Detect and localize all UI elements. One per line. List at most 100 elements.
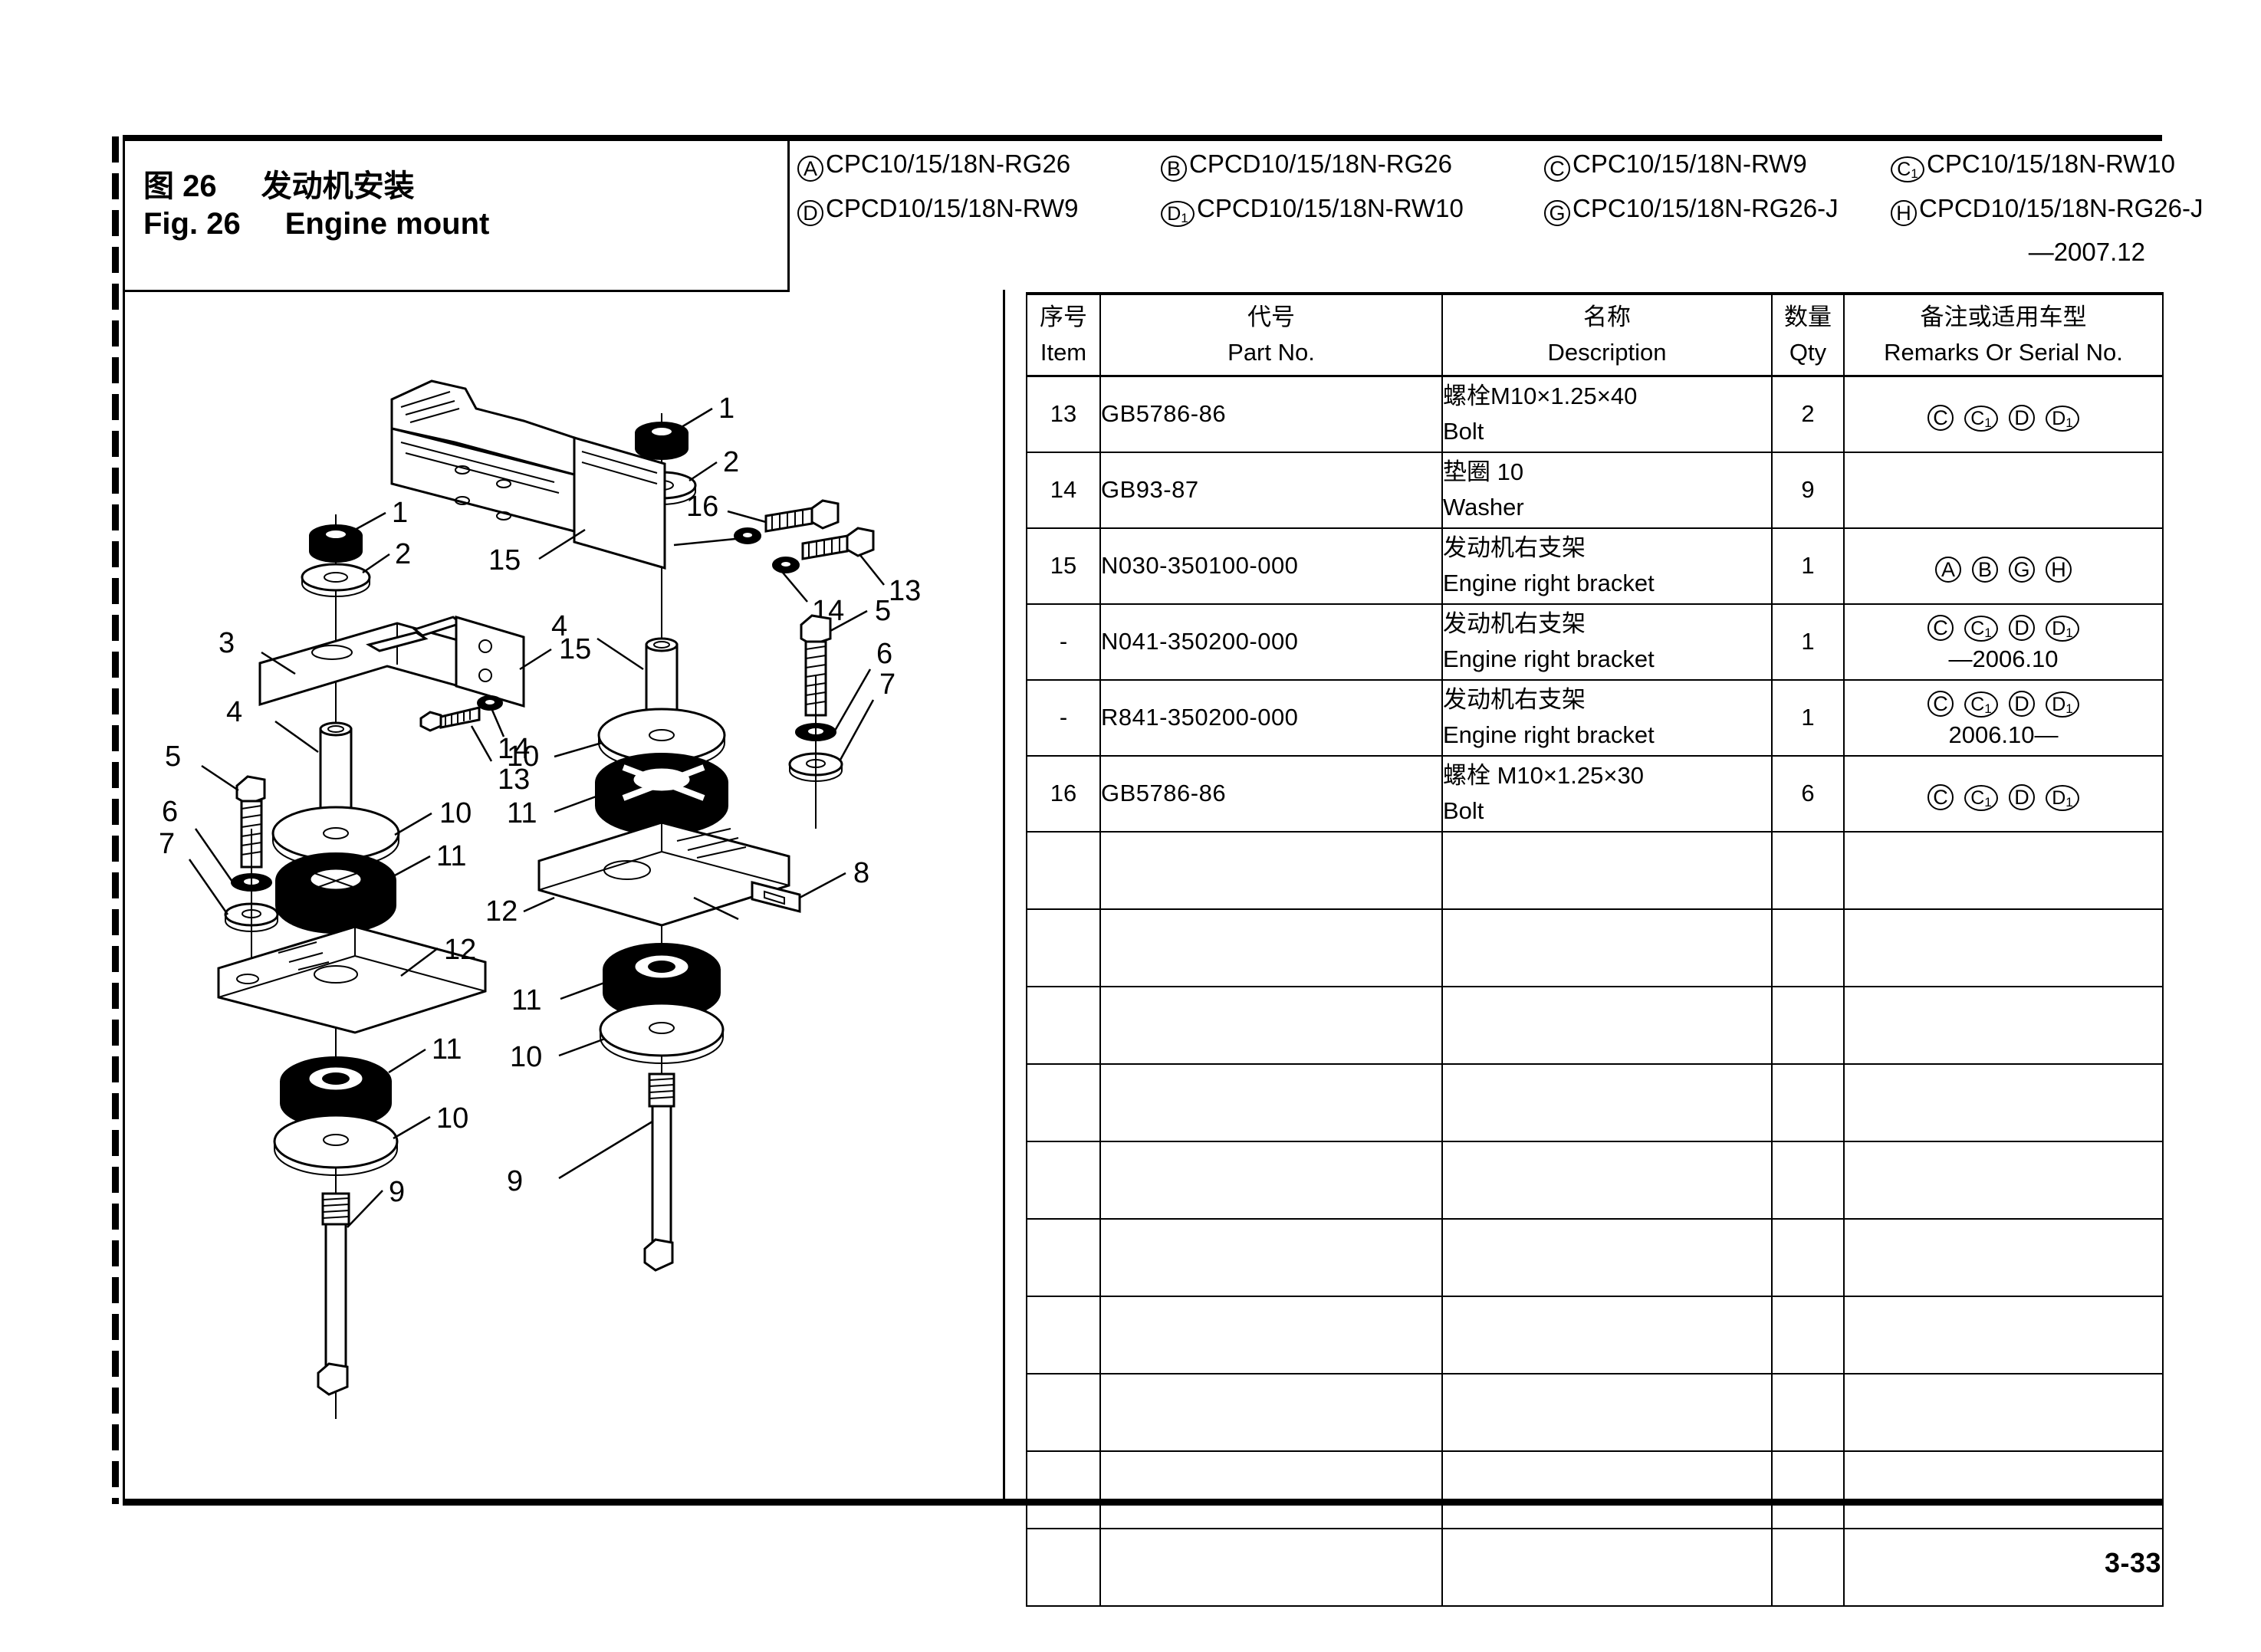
description-en: Engine right bracket: [1443, 570, 1655, 596]
cell-part-no: [1099, 1450, 1443, 1529]
cell-part-no: [1099, 1062, 1443, 1142]
cell-qty: 2: [1771, 375, 1845, 453]
model-entry-label: CPCD10/15/18N-RW10: [1197, 194, 1464, 222]
model-entry-label: CPC10/15/18N-RG26-J: [1573, 194, 1839, 222]
table-row-empty[interactable]: [1026, 908, 2164, 987]
cell-description: [1441, 830, 1773, 910]
header-description-cn: 名称: [1583, 304, 1631, 330]
callout-9-right: 9: [507, 1165, 523, 1197]
callout-14-left: 14: [498, 733, 530, 765]
model-code-badge-a: A: [1935, 557, 1961, 583]
part-locknut-left: [309, 524, 363, 563]
callout-7-right: 7: [879, 668, 896, 701]
cell-description: [1441, 1140, 1773, 1220]
table-row-empty[interactable]: [1026, 1217, 2164, 1297]
cell-item: [1026, 830, 1101, 910]
cell-qty: 6: [1771, 754, 1845, 833]
parts-table-container: 序号 Item 代号 Part No. 名称 Description 数量 Qt…: [1026, 292, 2164, 1607]
cell-part-no: [1099, 1217, 1443, 1297]
cell-item: [1026, 1217, 1101, 1297]
model-code-badge-c1: C1: [1964, 406, 1998, 432]
description-cn: 发动机右支架: [1443, 534, 1586, 561]
part-washer-14-left: [477, 695, 503, 711]
table-row-empty[interactable]: [1026, 1450, 2164, 1529]
callout-10-left-lower: 10: [436, 1102, 468, 1135]
table-row-empty[interactable]: [1026, 1295, 2164, 1374]
cell-remarks: [1843, 1372, 2164, 1452]
figure-number-en: Fig. 26: [143, 207, 241, 241]
cell-part-no: [1099, 1527, 1443, 1607]
description-en: Engine right bracket: [1443, 645, 1655, 672]
part-longbolt-9-left: [317, 1192, 350, 1396]
part-bolt-16-right: [764, 499, 840, 533]
model-code-badge-c: C: [1544, 156, 1570, 182]
part-bolt-13-right: [801, 527, 875, 560]
cell-qty: [1771, 830, 1845, 910]
table-row-empty[interactable]: [1026, 1140, 2164, 1220]
cell-item: [1026, 1450, 1101, 1529]
model-code-badge-c: C: [1927, 615, 1954, 641]
cell-description: [1441, 1450, 1773, 1529]
model-code-badge-c: C: [1927, 405, 1954, 432]
description-cn: 发动机右支架: [1443, 686, 1586, 713]
cell-item: 15: [1026, 527, 1101, 605]
description-en: Bolt: [1443, 797, 1484, 824]
callout-5-left: 5: [165, 741, 181, 773]
table-header-row: 序号 Item 代号 Part No. 名称 Description 数量 Qt…: [1026, 292, 2164, 377]
model-entry-label: CPCD10/15/18N-RG26: [1189, 149, 1452, 178]
part-bolt-13-left: [419, 706, 481, 732]
cell-qty: [1771, 1295, 1845, 1374]
model-entry-label: CPCD10/15/18N-RW9: [826, 194, 1079, 222]
cell-part-no: N041-350200-000: [1099, 603, 1443, 681]
header-date-note: —2007.12: [2028, 238, 2145, 266]
cell-item: [1026, 1295, 1101, 1374]
cell-item: 16: [1026, 754, 1101, 833]
cell-qty: 1: [1771, 527, 1845, 605]
description-cn: 螺栓M10×1.25×40: [1443, 383, 1638, 410]
model-entry-label: CPCD10/15/18N-RG26-J: [1919, 194, 2203, 222]
callout-6-left: 6: [162, 796, 178, 828]
table-row-empty[interactable]: [1026, 1527, 2164, 1607]
cell-remarks: [1843, 908, 2164, 987]
cell-item: [1026, 1062, 1101, 1142]
cell-remarks: [1843, 1527, 2164, 1607]
cell-qty: [1771, 1527, 1845, 1607]
header-qty-cn: 数量: [1784, 304, 1832, 330]
callout-1-right: 1: [718, 392, 734, 425]
model-code-badge-d1: D1: [1161, 201, 1195, 227]
callout-7-left: 7: [159, 828, 175, 860]
part-right-bracket-15: [390, 379, 666, 570]
cell-item: 13: [1026, 375, 1101, 453]
callout-4-right: 4: [551, 610, 567, 642]
cell-description: [1441, 1217, 1773, 1297]
part-rubbermount-11-left-lower: [280, 1056, 392, 1128]
model-entry-label: CPC10/15/18N-RG26: [826, 149, 1071, 178]
table-row-empty[interactable]: [1026, 1062, 2164, 1142]
callout-4-left: 4: [226, 696, 242, 728]
part-cupwasher-10-right-lower: [599, 1002, 725, 1064]
table-row-empty[interactable]: [1026, 985, 2164, 1065]
table-row-empty[interactable]: [1026, 830, 2164, 910]
callout-12-left: 12: [444, 934, 476, 966]
table-row-empty[interactable]: [1026, 1372, 2164, 1452]
cell-remarks: [1843, 985, 2164, 1065]
model-code-badge-d: D: [2009, 691, 2035, 717]
header-item-cn: 序号: [1040, 304, 1087, 330]
model-code-badge-c: C: [1927, 784, 1954, 810]
cell-item: [1026, 1372, 1101, 1452]
remark-serial-date: 2006.10—: [1948, 721, 2059, 748]
drawing-table-divider: [1003, 290, 1005, 1503]
callout-10-right-lower: 10: [510, 1041, 542, 1073]
